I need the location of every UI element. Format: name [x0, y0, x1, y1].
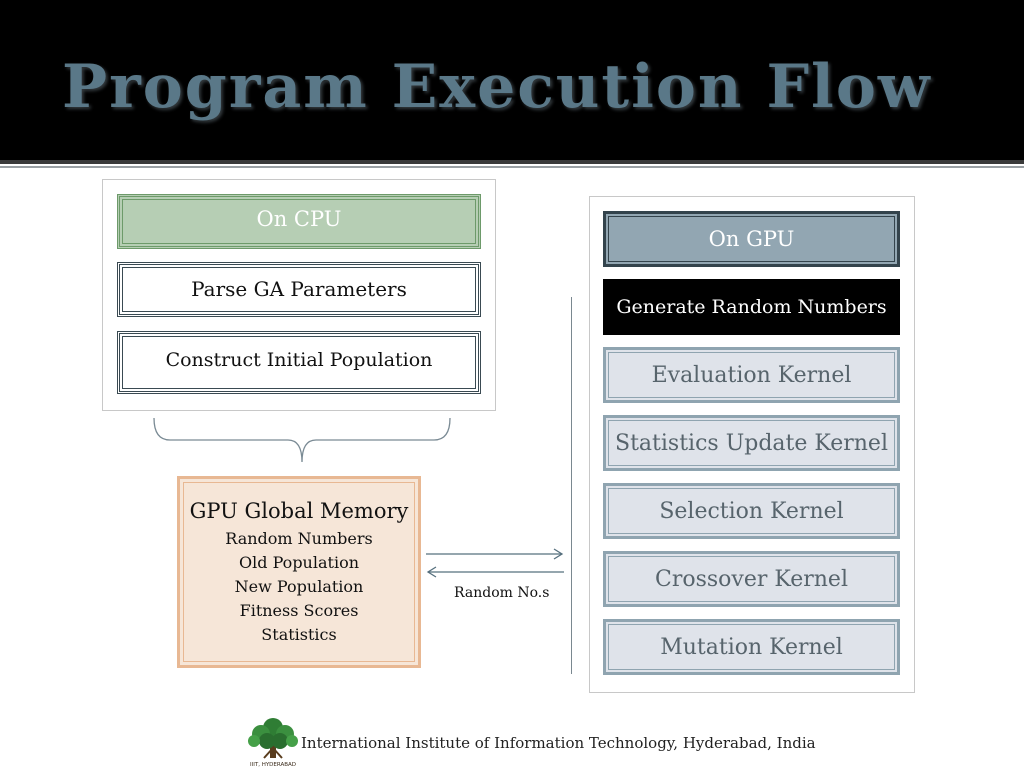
statistics-update-kernel: Statistics Update Kernel [603, 415, 900, 471]
header-divider-thin [0, 166, 1024, 168]
logo-caption: IIIT, HYDERABAD [250, 762, 296, 768]
memory-item-statistics: Statistics [261, 625, 337, 644]
memory-item-new-population: New Population [234, 577, 364, 596]
crossover-kernel: Crossover Kernel [603, 551, 900, 607]
gpu-header: On GPU [603, 211, 900, 267]
memory-item-old-population: Old Population [239, 553, 359, 572]
memory-item-fitness-scores: Fitness Scores [239, 601, 359, 620]
selection-kernel: Selection Kernel [603, 483, 900, 539]
generate-random-numbers-box: Generate Random Numbers [603, 279, 900, 335]
slide-title: Program Execution Flow [62, 52, 932, 122]
transfer-label: Random No.s [454, 585, 550, 601]
cpu-step-parse-parameters: Parse GA Parameters [117, 262, 481, 317]
cpu-bracket [153, 417, 451, 463]
mutation-kernel: Mutation Kernel [603, 619, 900, 675]
institute-logo: IIIT, HYDERABAD [248, 718, 298, 768]
memory-item-random-numbers: Random Numbers [225, 529, 373, 548]
header-divider [0, 160, 1024, 164]
transfer-arrows [426, 548, 564, 578]
cpu-step-construct-population: Construct Initial Population [117, 331, 481, 394]
title-bar: Program Execution Flow [0, 0, 1024, 160]
evaluation-kernel: Evaluation Kernel [603, 347, 900, 403]
cpu-header: On CPU [117, 194, 481, 249]
memory-title: GPU Global Memory [189, 499, 409, 523]
gpu-global-memory-box: GPU Global Memory Random Numbers Old Pop… [177, 476, 421, 668]
footer-institution: International Institute of Information T… [301, 734, 816, 752]
separator-line [571, 297, 572, 674]
